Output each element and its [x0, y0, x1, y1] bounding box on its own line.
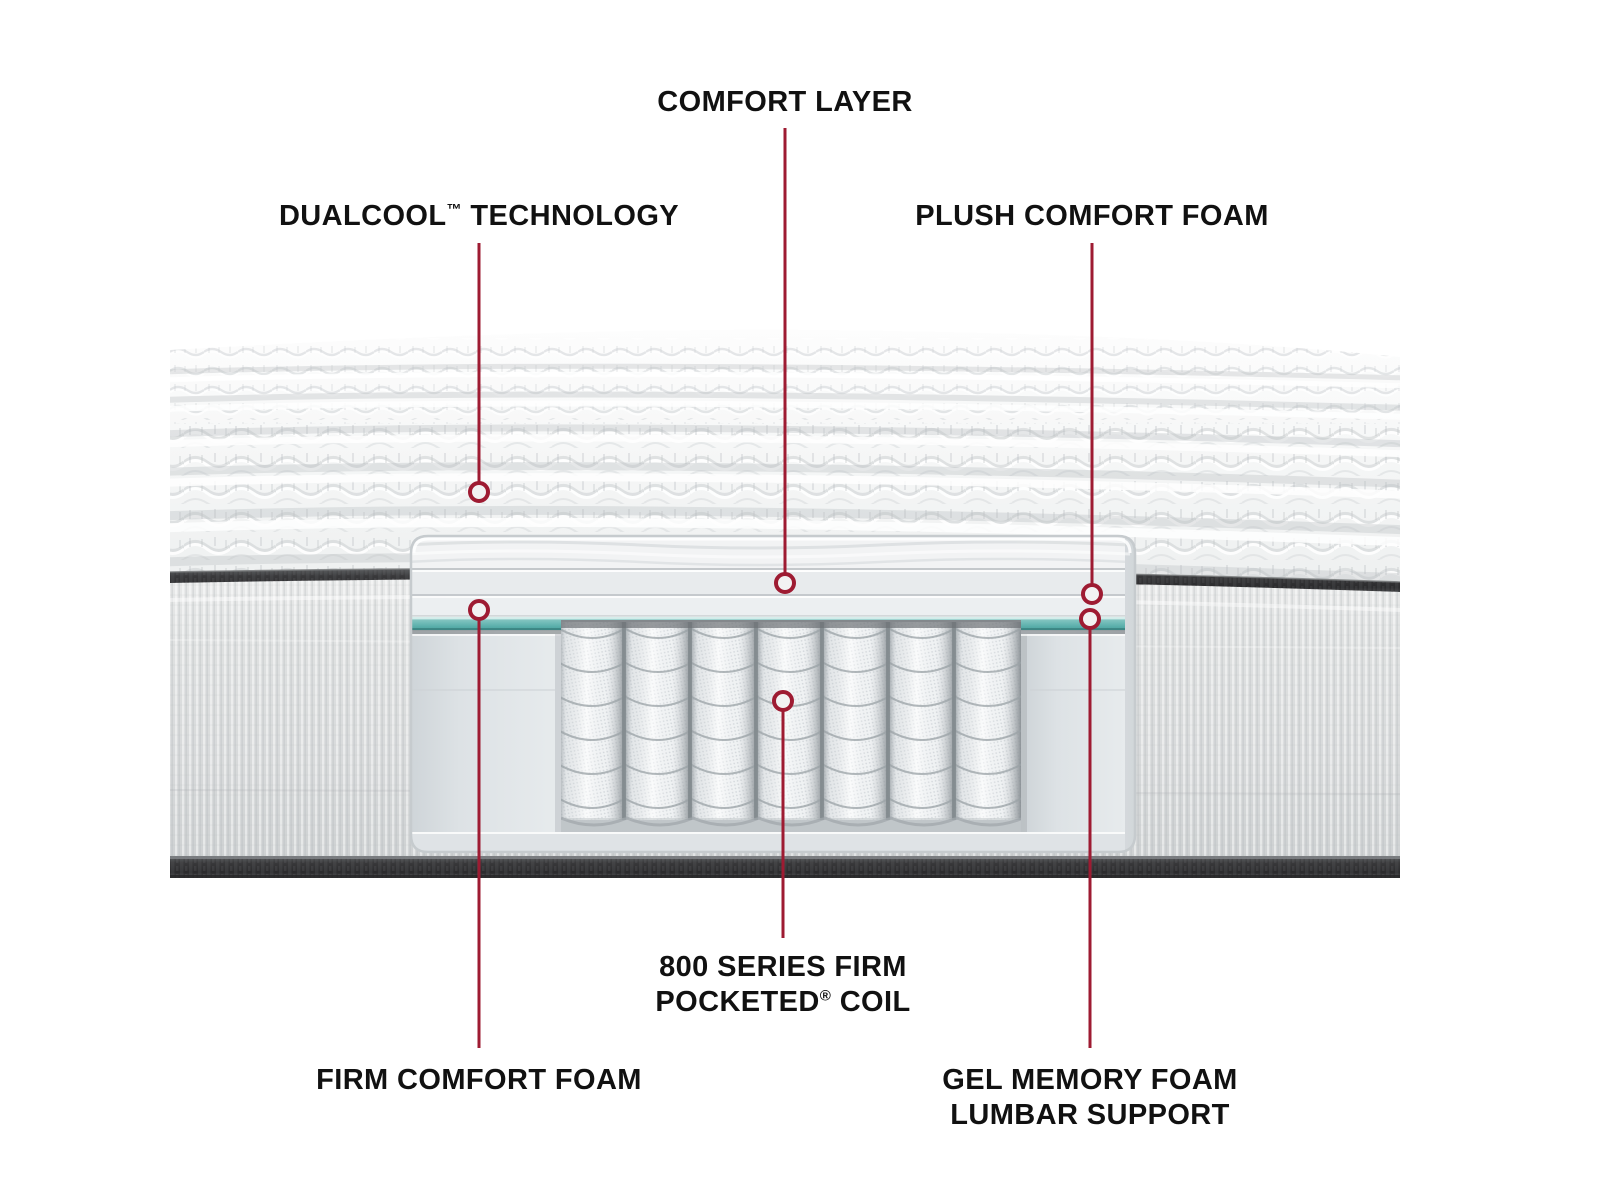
callout-lines-and-dots: [468, 128, 1103, 1048]
gel-line1: GEL MEMORY FOAM: [942, 1064, 1238, 1096]
callout-dot: [1081, 583, 1103, 605]
gel-line2: LUMBAR SUPPORT: [950, 1099, 1230, 1132]
right-edge-foam-panel: [1021, 634, 1125, 832]
callout-firm-comfort-foam: [468, 599, 490, 1048]
callout-pocketed-coil: [772, 690, 794, 938]
callout-dot: [468, 481, 490, 503]
callout-dot: [774, 572, 796, 594]
callout-comfort-layer: [774, 128, 796, 594]
left-edge-foam-panel: [411, 634, 561, 832]
callout-label-plush-comfort-foam: PLUSH COMFORT FOAM: [915, 200, 1269, 232]
callout-dot: [1079, 608, 1101, 630]
bottom-binding-tape: [170, 856, 1400, 878]
callout-label-comfort-layer: COMFORT LAYER: [657, 86, 913, 118]
callout-dualcool-technology: [468, 243, 490, 503]
callout-label-dualcool-technology: DUALCOOL™ TECHNOLOGY: [278, 200, 680, 232]
pocketed-coil-line1: 800 SERIES FIRM: [659, 951, 907, 983]
callout-dot: [772, 690, 794, 712]
cutaway-block: [409, 534, 1137, 854]
pocketed-coil-row: [561, 620, 1021, 832]
callout-label-firm-comfort-foam: FIRM COMFORT FOAM: [316, 1064, 642, 1096]
callout-gel-memory-foam-lumbar-support: [1079, 608, 1101, 1048]
callout-dot: [468, 599, 490, 621]
callout-plush-comfort-foam: [1081, 243, 1103, 605]
